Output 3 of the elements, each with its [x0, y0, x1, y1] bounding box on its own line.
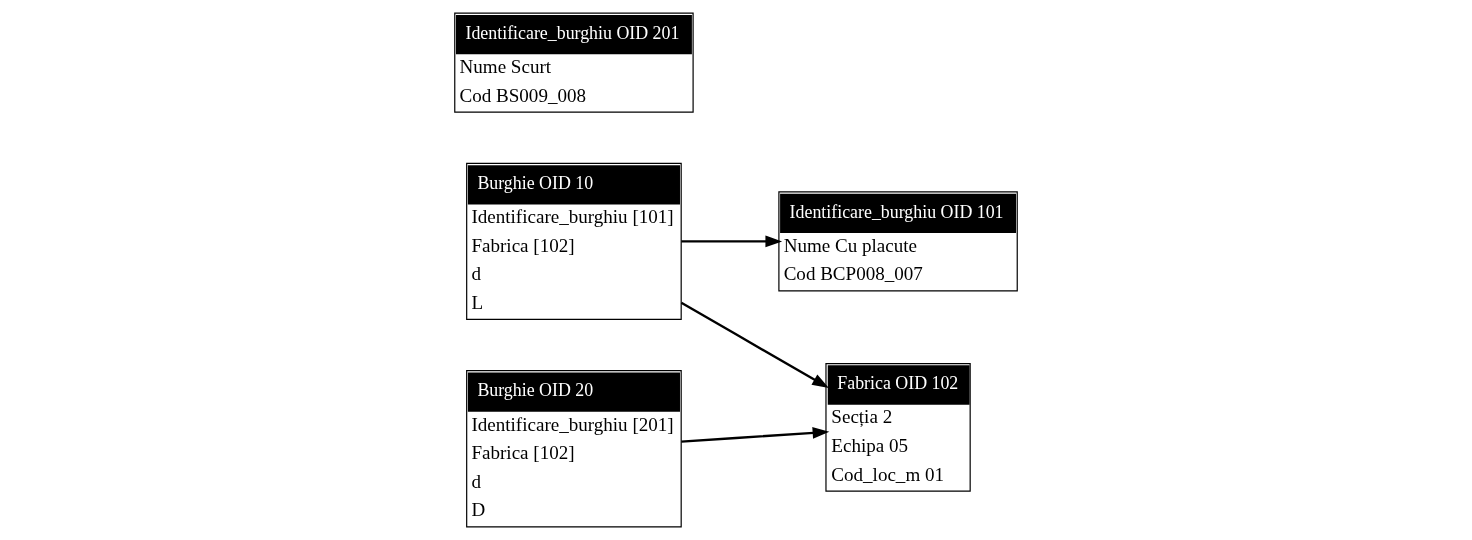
arrow: [680, 301, 829, 388]
arrow: [681, 427, 830, 443]
arrow: [681, 235, 783, 248]
